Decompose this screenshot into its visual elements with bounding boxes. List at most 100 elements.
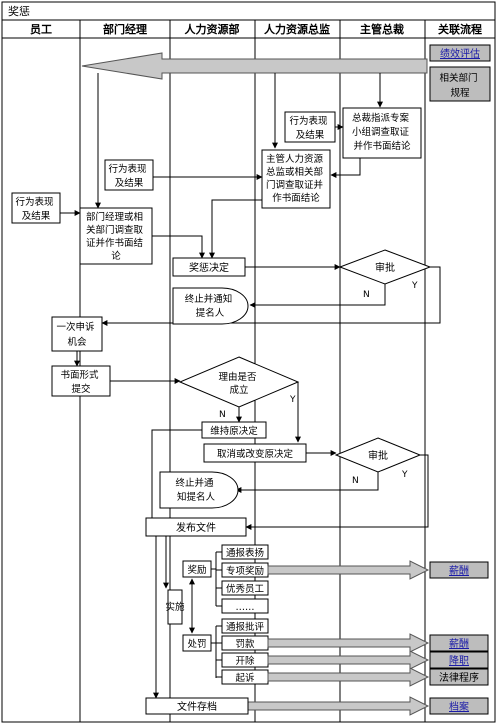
svg-text:终止并通 知提名人: 终止并通 知提名人 bbox=[175, 477, 216, 503]
approve1-label: 审批 bbox=[375, 261, 395, 274]
column-header-hr-director: 人力资源总监 bbox=[264, 22, 330, 36]
svg-text:终止并通知 提名人: 终止并通知 提名人 bbox=[185, 293, 236, 319]
column-header-hr: 人力资源部 bbox=[185, 22, 240, 36]
perf-eval-box[interactable] bbox=[429, 44, 491, 62]
file-archive-label: 文件存档 bbox=[177, 700, 217, 713]
hrd-investigate-box bbox=[261, 149, 331, 209]
approve1-y-label: Y bbox=[411, 281, 418, 291]
publish-box bbox=[145, 517, 247, 537]
mgr-investigate-box bbox=[79, 207, 153, 265]
mgr-investigate-line2: 关部门调查取 bbox=[86, 224, 144, 236]
ceo-behavior-box bbox=[284, 111, 336, 143]
hrd-investigate-line3: 门调查取证并 bbox=[266, 179, 324, 191]
svg-text:主管人力资源 总监或相关部 门调查取证并: 主管人力资源 总监或相关部 门调查取证并 作书面结论 bbox=[266, 153, 326, 204]
hrd-behavior-line1: 行为表现 bbox=[108, 163, 147, 175]
terminate1-line1: 终止并通知 bbox=[185, 293, 233, 305]
terminate2-line2: 知提名人 bbox=[177, 491, 216, 503]
reward-item-1: 通报表扬 bbox=[226, 547, 264, 559]
svg-text:行为表现 及结果: 行为表现 及结果 bbox=[108, 163, 149, 189]
legal-label: 法律程序 bbox=[439, 671, 479, 684]
salary1-label[interactable]: 薪酬 bbox=[449, 565, 469, 577]
approve2-y-label: Y bbox=[401, 470, 408, 480]
implement-box bbox=[167, 589, 183, 625]
emp-behavior-line2: 及结果 bbox=[22, 210, 51, 222]
approve2-n-label: N bbox=[352, 476, 359, 486]
terminate1-shape bbox=[172, 287, 249, 325]
salary1-box[interactable] bbox=[429, 561, 489, 579]
archive-box[interactable] bbox=[429, 697, 489, 715]
reward-item-2: 专项奖励 bbox=[226, 565, 264, 577]
svg-text:相关部门 规程: 相关部门 规程 bbox=[439, 72, 480, 99]
implement-label: 实施 bbox=[165, 601, 185, 613]
approve1-n-label: N bbox=[363, 290, 370, 300]
mgr-investigate-line4: 论 bbox=[111, 250, 121, 262]
svg-text:行为表现 及结果: 行为表现 及结果 bbox=[15, 196, 56, 222]
hrd-investigate-line4: 作书面结论 bbox=[272, 192, 320, 204]
ceo-behavior-line2: 及结果 bbox=[296, 129, 325, 141]
emp-behavior-box bbox=[11, 192, 61, 224]
reward-item-4: …… bbox=[236, 602, 255, 613]
ceo-behavior-line1: 行为表现 bbox=[289, 115, 328, 127]
publish-label: 发布文件 bbox=[176, 521, 216, 534]
maintain-label: 维持原决定 bbox=[210, 425, 258, 437]
written-appeal-line2: 提交 bbox=[71, 383, 91, 395]
appeal-chance-box bbox=[51, 316, 103, 352]
svg-text:实施: 实施 bbox=[165, 601, 185, 613]
demote-box[interactable] bbox=[429, 651, 489, 669]
terminate1-line2: 提名人 bbox=[196, 307, 225, 319]
column-header-related: 关联流程 bbox=[438, 22, 482, 36]
arrow-to-legal bbox=[267, 667, 430, 687]
arrow-to-archive bbox=[247, 696, 430, 716]
column-header-manager: 部门经理 bbox=[103, 22, 147, 36]
approve2-label: 审批 bbox=[368, 449, 388, 462]
decision-label: 奖惩决定 bbox=[189, 261, 229, 274]
arrow-to-salary2 bbox=[267, 633, 430, 653]
emp-behavior-line1: 行为表现 bbox=[15, 196, 54, 208]
svg-text:一次申诉 机会: 一次申诉 机会 bbox=[56, 321, 97, 348]
column-header-ceo: 主管总裁 bbox=[360, 22, 404, 36]
hrd-investigate-line2: 总监或相关部 bbox=[266, 166, 323, 178]
reason-valid-line2: 成立 bbox=[229, 384, 248, 396]
svg-text:部门经理或相 关部门调查取 证并作书面结: 部门经理或相 关部门调查取 证并作书面结 论 bbox=[86, 211, 146, 262]
terminate2-shape bbox=[159, 471, 239, 509]
svg-text:行为表现 及结果: 行为表现 及结果 bbox=[289, 115, 330, 141]
related-rules-line2: 规程 bbox=[450, 88, 470, 99]
archive-label[interactable]: 档案 bbox=[449, 700, 469, 713]
svg-text:理由是否 成立: 理由是否 成立 bbox=[218, 371, 259, 396]
salary2-label[interactable]: 薪酬 bbox=[449, 638, 469, 650]
salary2-box[interactable] bbox=[429, 634, 489, 652]
legal-box bbox=[429, 668, 489, 686]
appeal-chance-line1: 一次申诉 bbox=[56, 321, 95, 333]
input-big-arrow bbox=[81, 52, 428, 80]
reason-n-label: N bbox=[219, 410, 226, 420]
demote-label[interactable]: 降职 bbox=[449, 654, 469, 667]
svg-text:总裁指派专案 小组调查取证 并作书面结论: 总裁指派专案 小组调查取证 并作书面结论 bbox=[352, 112, 412, 152]
written-appeal-line1: 书面形式 bbox=[60, 369, 99, 381]
mgr-investigate-line1: 部门经理或相 bbox=[86, 211, 143, 223]
diagram-title: 奖惩 bbox=[8, 4, 30, 18]
terminate2-line1: 终止并通 bbox=[175, 477, 214, 489]
punish-item-3: 开除 bbox=[235, 655, 255, 667]
hrd-behavior-line2: 及结果 bbox=[115, 177, 144, 189]
arrow-to-salary1 bbox=[267, 560, 430, 580]
svg-text:书面形式 提交: 书面形式 提交 bbox=[60, 369, 101, 395]
cancel-change-label: 取消或改变原决定 bbox=[217, 448, 294, 460]
ceo-team-line3: 并作书面结论 bbox=[353, 140, 411, 152]
punish-item-1: 通报批评 bbox=[226, 621, 265, 633]
reason-y-label: Y bbox=[289, 395, 296, 405]
ceo-team-line1: 总裁指派专案 bbox=[352, 112, 410, 124]
mgr-investigate-line3: 证并作书面结 bbox=[86, 237, 143, 249]
ceo-team-line2: 小组调查取证 bbox=[352, 126, 410, 138]
related-rules-line1: 相关部门 bbox=[439, 72, 477, 84]
ceo-team-box bbox=[342, 107, 422, 159]
perf-eval-label[interactable]: 绩效评估 bbox=[440, 47, 480, 60]
reward-item-3: 优秀员工 bbox=[226, 583, 265, 595]
file-archive-box bbox=[145, 697, 249, 715]
appeal-chance-line2: 机会 bbox=[67, 336, 87, 348]
punish-item-2: 罚款 bbox=[235, 638, 255, 650]
arrow-to-demote bbox=[267, 650, 430, 670]
related-rules-box bbox=[429, 66, 491, 102]
reward-label: 奖励 bbox=[187, 564, 206, 576]
punish-label: 处罚 bbox=[187, 638, 206, 650]
